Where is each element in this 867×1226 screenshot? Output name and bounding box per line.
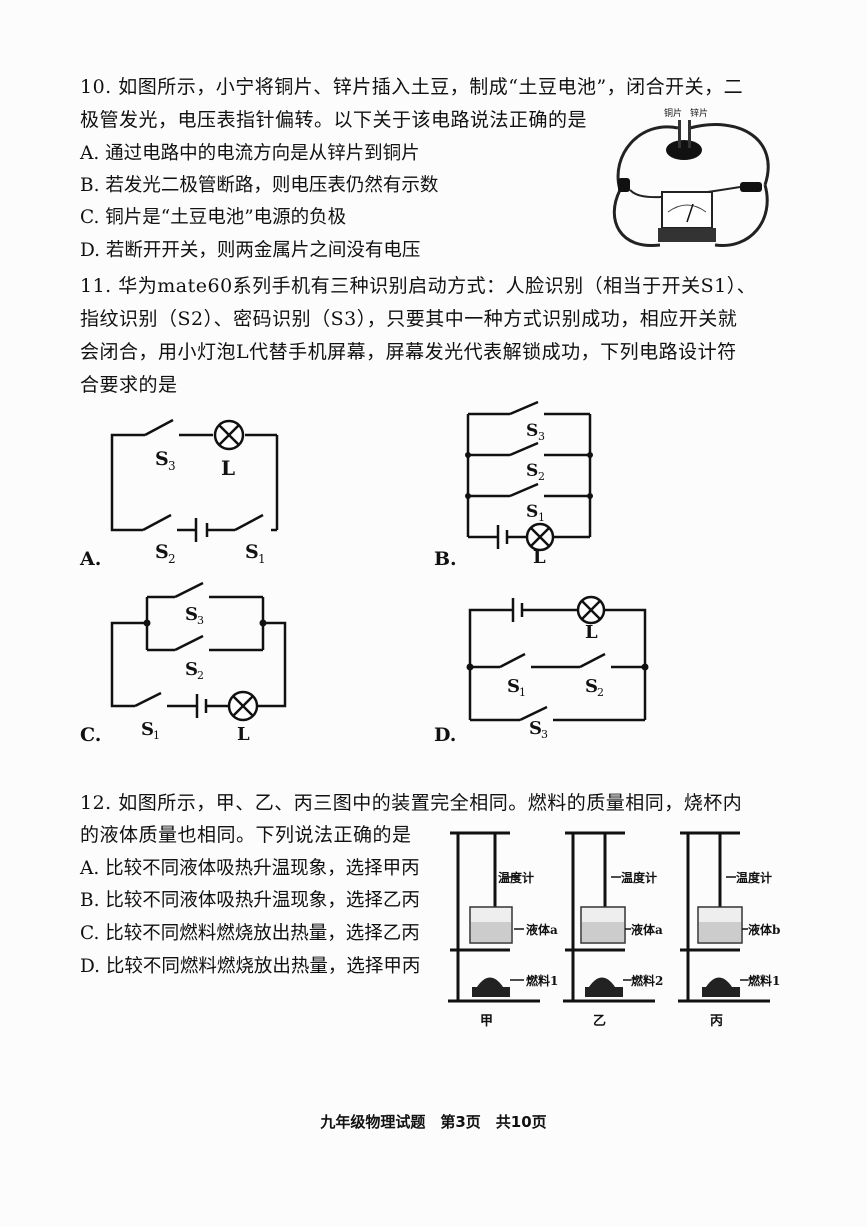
switch-index: 2 bbox=[538, 470, 545, 483]
zinc-label: 锌片 bbox=[690, 107, 708, 119]
switch-label: S bbox=[526, 461, 538, 481]
figure-caption: 丙 bbox=[710, 1014, 723, 1029]
apparatus-yi: 温度计 液体a 燃料2 乙 bbox=[563, 831, 663, 1029]
circuit-a: S 3 L S 2 S 1 bbox=[110, 418, 279, 566]
led-diode bbox=[618, 178, 630, 192]
lamp-icon bbox=[576, 595, 606, 625]
apparatus-bing: 温度计 液体b 燃料1 丙 bbox=[678, 831, 780, 1029]
apparatus-jia: 温度计 液体a 燃料1 甲 bbox=[448, 831, 558, 1029]
choice-a-label: A. bbox=[80, 548, 102, 570]
liquid-label: 液体b bbox=[748, 922, 780, 937]
switch-index: 3 bbox=[168, 459, 176, 473]
switch-label: S bbox=[526, 502, 538, 522]
switch-label: S bbox=[185, 604, 198, 625]
q12-stem-line2: 的液体质量也相同。下列说法正确的是 bbox=[80, 824, 412, 846]
thermometer-label: 温度计 bbox=[498, 870, 534, 885]
circuit-c: S 3 S 2 S 1 L bbox=[110, 581, 287, 745]
switch-label: S bbox=[155, 448, 169, 470]
switch-label: S bbox=[155, 541, 169, 563]
fuel-label: 燃料1 bbox=[526, 973, 558, 988]
switch-index: 3 bbox=[541, 728, 548, 741]
liquid-label: 液体a bbox=[526, 922, 558, 937]
voltmeter bbox=[658, 191, 716, 242]
switch-label: S bbox=[585, 676, 598, 697]
lamp-label: L bbox=[585, 622, 598, 643]
fuel-label: 燃料1 bbox=[748, 973, 780, 988]
switch-index: 1 bbox=[538, 511, 545, 524]
switch-label: S bbox=[526, 421, 538, 441]
q11-stem-line4: 合要求的是 bbox=[80, 374, 178, 396]
switch-index: 1 bbox=[258, 552, 266, 566]
page-footer: 九年级物理试题 第3页 共10页 bbox=[320, 1113, 547, 1131]
copper-label: 铜片 bbox=[664, 107, 682, 119]
liquid-label: 液体a bbox=[631, 922, 663, 937]
switch-index: 2 bbox=[197, 669, 204, 682]
circuit-d: L S 1 S 2 S 3 bbox=[466, 595, 649, 741]
switch-index: 1 bbox=[519, 686, 526, 699]
q10-option-a: A. 通过电路中的电流方向是从锌片到铜片 bbox=[80, 143, 420, 164]
switch bbox=[740, 182, 762, 192]
lamp-label: L bbox=[237, 724, 250, 745]
q10-stem-line2: 极管发光，电压表指针偏转。以下关于该电路说法正确的是 bbox=[80, 109, 588, 131]
q10-stem-line1: 10. 如图所示，小宁将铜片、锌片插入土豆，制成“土豆电池”，闭合开关，二 bbox=[80, 76, 744, 98]
switch-label: S bbox=[245, 541, 259, 563]
switch-index: 3 bbox=[538, 430, 545, 443]
q12-option-a: A. 比较不同液体吸热升温现象，选择甲丙 bbox=[80, 858, 420, 879]
q12-option-b: B. 比较不同液体吸热升温现象，选择乙丙 bbox=[80, 890, 420, 911]
switch-index: 3 bbox=[197, 614, 204, 627]
q10-option-b: B. 若发光二极管断路，则电压表仍然有示数 bbox=[80, 175, 439, 196]
switch-label: S bbox=[185, 659, 198, 680]
thermometer-label: 温度计 bbox=[736, 870, 772, 885]
figure-caption: 甲 bbox=[480, 1014, 493, 1029]
figure-caption: 乙 bbox=[593, 1014, 606, 1029]
thermometer-label: 温度计 bbox=[621, 870, 657, 885]
switch-index: 2 bbox=[597, 686, 604, 699]
q11-stem-line2: 指纹识别（S2）、密码识别（S3），只要其中一种方式识别成功，相应开关就 bbox=[80, 308, 738, 330]
q12-option-c: C. 比较不同燃料燃烧放出热量，选择乙丙 bbox=[80, 923, 420, 944]
lamp-icon bbox=[213, 419, 245, 451]
circuit-b: S 3 S 2 S 1 L bbox=[465, 400, 593, 568]
q11-stem-line3: 会闭合，用小灯泡L代替手机屏幕，屏幕发光代表解锁成功，下列电路设计符 bbox=[80, 341, 737, 363]
switch-index: 2 bbox=[168, 552, 176, 566]
switch-label: S bbox=[141, 719, 154, 740]
q12-stem-line1: 12. 如图所示，甲、乙、丙三图中的装置完全相同。燃料的质量相同，烧杯内 bbox=[80, 792, 743, 814]
potato-battery-figure: 铜片 锌片 bbox=[612, 107, 770, 248]
choice-c-label: C. bbox=[80, 724, 102, 746]
potato bbox=[666, 140, 702, 160]
lamp-label: L bbox=[533, 547, 546, 568]
lamp-label: L bbox=[221, 456, 235, 480]
lamp-icon bbox=[227, 690, 259, 722]
choice-d-label: D. bbox=[434, 724, 457, 746]
q10-option-d: D. 若断开开关，则两金属片之间没有电压 bbox=[80, 240, 421, 261]
switch-index: 1 bbox=[153, 729, 160, 742]
choice-b-label: B. bbox=[434, 548, 457, 570]
switch-label: S bbox=[507, 676, 520, 697]
q12-option-d: D. 比较不同燃料燃烧放出热量，选择甲丙 bbox=[80, 956, 421, 977]
switch-label: S bbox=[529, 718, 542, 739]
fuel-label: 燃料2 bbox=[631, 973, 663, 988]
q10-option-c: C. 铜片是“土豆电池”电源的负极 bbox=[80, 207, 347, 228]
lamp-icon bbox=[525, 522, 555, 552]
q11-stem-line1: 11. 华为mate60系列手机有三种识别启动方式：人脸识别（相当于开关S1）、 bbox=[80, 275, 757, 297]
